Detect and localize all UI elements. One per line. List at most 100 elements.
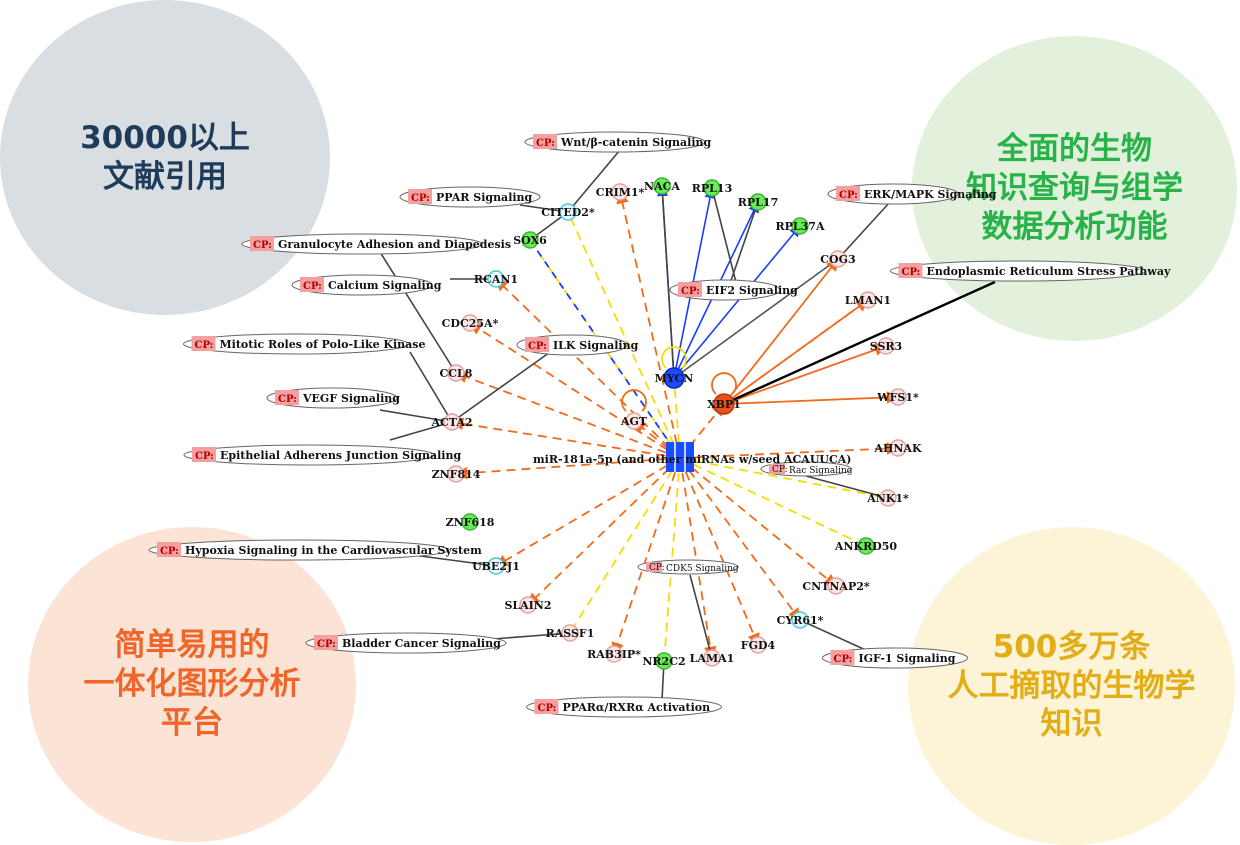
pathway-label: Mitotic Roles of Polo-Like Kinase: [220, 338, 426, 351]
gene-label: CYR61*: [777, 614, 824, 627]
network-edge: [661, 185, 675, 379]
pathway-oval[interactable]: CP: Mitotic Roles of Polo-Like Kinase: [183, 333, 426, 355]
network-edge: [689, 574, 713, 659]
gene-label: AHNAK: [873, 442, 922, 455]
pathway-oval[interactable]: CP:Rac Signaling: [760, 461, 853, 477]
self-loop-edge: [661, 346, 687, 369]
gene-node[interactable]: RPL17: [738, 193, 778, 211]
pathway-label: Granulocyte Adhesion and Diapedesis: [278, 238, 511, 251]
cp-tag: CP:: [160, 546, 179, 557]
gene-node[interactable]: FGD4: [741, 636, 776, 654]
pathway-oval[interactable]: CP:Epithelial Adherens Junction Signalin…: [183, 444, 461, 466]
gene-node[interactable]: ANKRD50: [834, 537, 897, 555]
pathway-label: Epithelial Adherens Junction Signaling: [220, 449, 461, 462]
pathway-oval[interactable]: CP: ERK/MAPK Signaling: [827, 183, 997, 205]
gene-label: COG3: [820, 253, 855, 266]
gene-node[interactable]: NR2C2: [642, 652, 686, 670]
bubble-line: 500多万条: [992, 628, 1151, 665]
network-edge: [656, 457, 681, 664]
pathway-label: VEGF Signaling: [302, 392, 400, 405]
gene-label: LMAN1: [845, 294, 891, 307]
gene-node[interactable]: LMAN1: [845, 291, 891, 309]
gene-node[interactable]: CRIM1*: [596, 183, 645, 201]
gene-node[interactable]: UBE2J1: [472, 557, 520, 575]
mirna-hub-node[interactable]: miR-181a-5p (and other miRNAs w/seed ACA…: [533, 442, 852, 472]
gene-node[interactable]: RASSF1: [546, 624, 595, 642]
cp-tag: CP:: [772, 465, 788, 475]
gene-node[interactable]: CDC25A*: [442, 314, 499, 332]
bubble-literature-citations: 30000以上 文献引用: [0, 0, 330, 315]
gene-node[interactable]: LAMA1: [690, 649, 735, 667]
gene-node[interactable]: ACTA2: [430, 413, 473, 431]
gene-label: ZNF618: [446, 516, 495, 529]
network-edge: [679, 457, 837, 587]
network-edge: [563, 457, 681, 639]
pathway-oval[interactable]: CP:VEGF Signaling: [266, 387, 400, 409]
gene-node[interactable]: CYR61*: [777, 611, 824, 629]
network-edge: [560, 207, 681, 459]
bubble-line: 30000以上: [80, 119, 250, 156]
pathway-oval[interactable]: CP:PPAR Signaling: [399, 186, 541, 208]
network-edge: [679, 403, 725, 459]
pathway-label: ERK/MAPK Signaling: [864, 188, 997, 201]
network-edge: [679, 442, 900, 459]
pathway-oval[interactable]: CP:CDK5 Signaling: [637, 559, 739, 575]
gene-node[interactable]: RPL13: [692, 179, 732, 197]
pathway-oval[interactable]: CP:ILK Signaling: [516, 334, 639, 356]
pathway-oval[interactable]: CP:PPARα/RXRα Activation: [526, 696, 722, 718]
gene-label: ANK1*: [866, 492, 909, 505]
gene-label: RPL13: [692, 182, 732, 195]
network-edge: [451, 344, 561, 423]
gene-node[interactable]: COG3: [820, 250, 856, 268]
network-edge: [679, 457, 891, 506]
gene-node[interactable]: ANK1*: [866, 489, 909, 507]
gene-label: SSR3: [870, 340, 902, 353]
cp-tag: CP:: [649, 563, 665, 573]
pathway-oval[interactable]: CP: Hypoxia Signaling in the Cardiovascul…: [148, 539, 482, 561]
gene-node[interactable]: RPL37A: [776, 217, 825, 235]
bubble-line: 一体化图形分析: [83, 666, 301, 703]
gene-label: CNTNAP2*: [802, 580, 870, 593]
gene-node[interactable]: NACA: [644, 177, 680, 195]
pathway-oval[interactable]: CP:Bladder Cancer Signaling: [305, 632, 507, 654]
gene-node[interactable]: ZNF618: [446, 513, 495, 531]
gene-label: MYCN: [655, 372, 694, 385]
gene-label: CCL8: [440, 367, 473, 380]
gene-node[interactable]: MYCN: [655, 367, 694, 389]
network-edge: [450, 417, 681, 459]
pathway-oval[interactable]: CP:IGF-1 Signaling: [822, 647, 968, 669]
gene-node[interactable]: WFS1*: [876, 388, 919, 406]
pathway-oval[interactable]: CP:Wnt/β-catenin Signaling: [524, 131, 712, 153]
gene-label: NACA: [644, 180, 680, 193]
pathway-oval[interactable]: CP:Endoplasmic Reticulum Stress Pathway: [890, 260, 1171, 282]
pathway-oval[interactable]: CP:EIF2 Signaling: [669, 279, 798, 301]
gene-node[interactable]: XBP1: [707, 393, 741, 415]
gene-label: CDC25A*: [442, 317, 499, 330]
bubble-line: 简单易用的: [114, 627, 270, 664]
gene-node[interactable]: RCAN1: [474, 270, 518, 288]
gene-node[interactable]: AGT: [620, 412, 648, 430]
cp-tag: CP:: [834, 654, 853, 665]
bubble-line: 平台: [161, 704, 223, 741]
network-edge: [673, 377, 681, 459]
gene-node[interactable]: SOX6: [513, 231, 547, 249]
gene-node[interactable]: AHNAK: [873, 439, 922, 457]
pathway-label: Rac Signaling: [789, 466, 853, 476]
gene-label: CRIM1*: [596, 186, 645, 199]
gene-node[interactable]: SLAIN2: [504, 596, 552, 614]
cp-tag: CP:: [839, 190, 858, 201]
gene-label: FGD4: [741, 639, 776, 652]
gene-node[interactable]: ZNF814: [432, 465, 481, 483]
gene-label: ZNF814: [432, 468, 481, 481]
gene-node[interactable]: CCL8: [440, 364, 473, 382]
gene-node[interactable]: CITED2*: [541, 203, 595, 221]
cp-tag: CP:: [195, 340, 214, 351]
pathway-oval[interactable]: CP:Calcium Signaling: [291, 274, 442, 296]
network-edge: [611, 457, 681, 656]
gene-node[interactable]: SSR3: [870, 337, 902, 355]
pathway-label: Hypoxia Signaling in the Cardiovascular …: [185, 544, 482, 557]
gene-node[interactable]: RAB3IP*: [587, 645, 641, 663]
gene-node[interactable]: CNTNAP2*: [802, 577, 870, 595]
pathway-oval[interactable]: CP:Granulocyte Adhesion and Diapedesis: [241, 233, 511, 255]
